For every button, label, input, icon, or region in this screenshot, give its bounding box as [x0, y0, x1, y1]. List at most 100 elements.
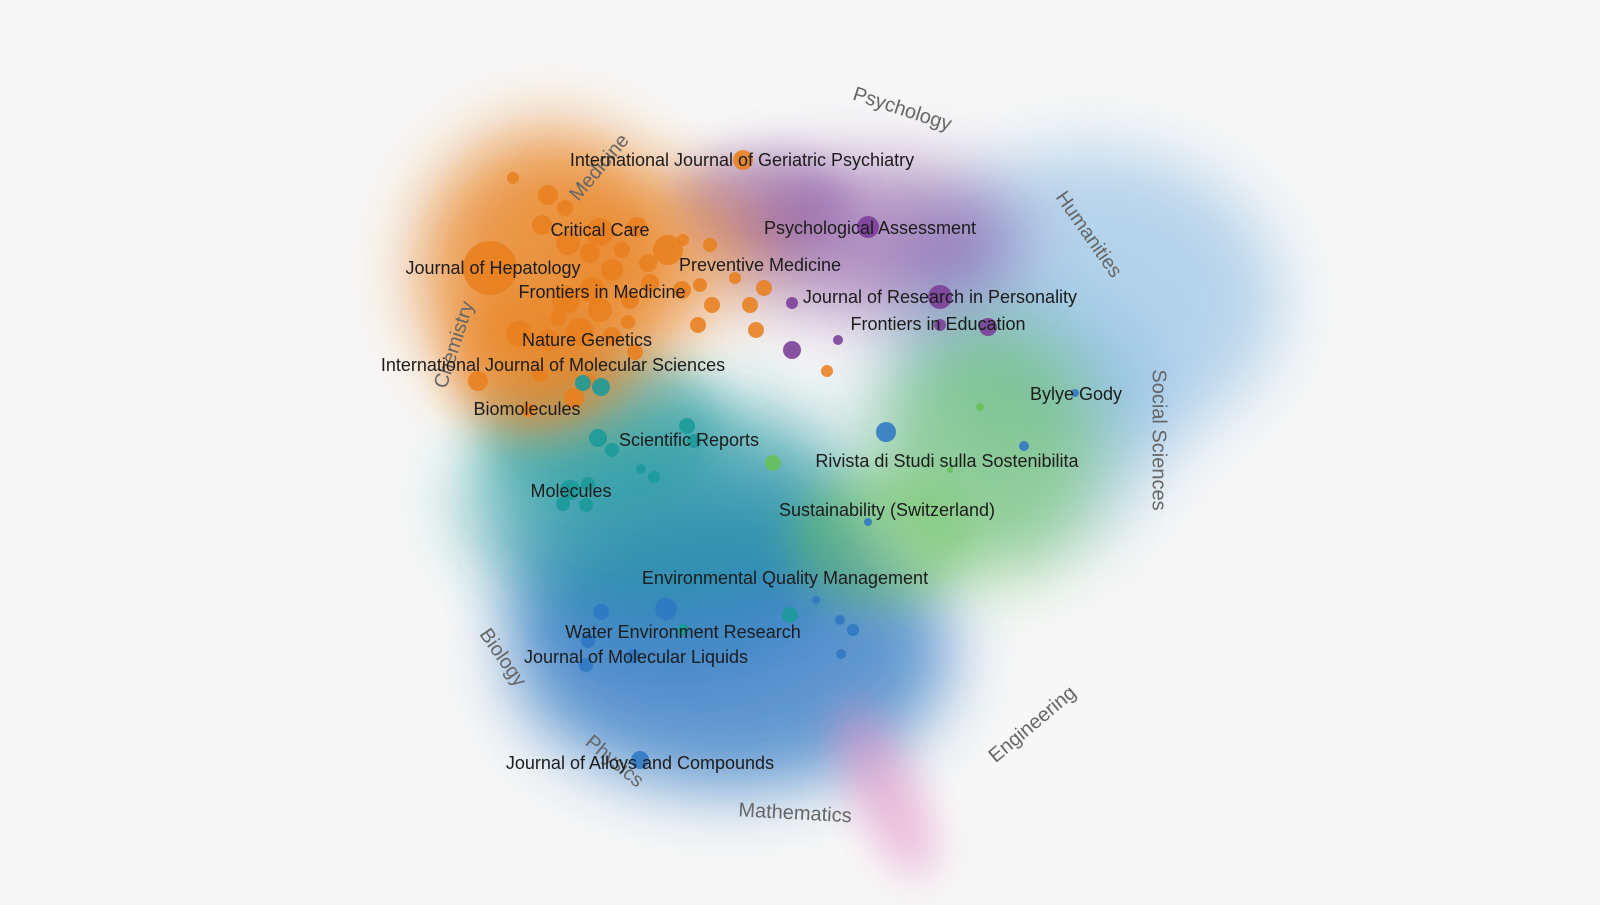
journal-dot-medicine[interactable]: [756, 280, 772, 296]
journal-dot-medicine[interactable]: [621, 315, 635, 329]
journal-dot-chemistry[interactable]: [556, 497, 570, 511]
journal-dot-medicine[interactable]: [556, 231, 580, 255]
journal-dot-medicine[interactable]: [627, 344, 643, 360]
journal-dot-medicine[interactable]: [537, 329, 559, 351]
journal-dot-medicine[interactable]: [579, 277, 605, 303]
journal-dot-medicine[interactable]: [673, 281, 691, 299]
journal-dot-medicine[interactable]: [564, 388, 584, 408]
journal-dot-psychology[interactable]: [979, 318, 997, 336]
journal-dot-chemistry[interactable]: [592, 378, 610, 396]
journal-dot-psychology[interactable]: [833, 335, 843, 345]
journal-label[interactable]: Preventive Medicine: [679, 255, 841, 275]
journal-dot-biology[interactable]: [631, 751, 649, 769]
journal-dot-medicine[interactable]: [614, 242, 630, 258]
journal-dot-medicine[interactable]: [621, 291, 639, 309]
journal-dot-medicine[interactable]: [627, 217, 647, 237]
journal-dot-medicine[interactable]: [532, 215, 552, 235]
journal-dot-biology[interactable]: [864, 518, 872, 526]
journal-dot-medicine[interactable]: [690, 317, 706, 333]
journal-dot-biology[interactable]: [847, 624, 859, 636]
journal-label[interactable]: Rivista di Studi sulla Sostenibilita: [815, 451, 1079, 471]
journal-dot-chemistry[interactable]: [589, 429, 607, 447]
journal-dot-medicine[interactable]: [704, 297, 720, 313]
journal-label[interactable]: Sustainability (Switzerland): [779, 500, 995, 520]
journal-dot-social-sciences[interactable]: [947, 467, 953, 473]
journal-dot-psychology[interactable]: [857, 216, 879, 238]
journal-label[interactable]: Frontiers in Medicine: [518, 282, 685, 302]
journal-label[interactable]: International Journal of Molecular Scien…: [381, 355, 725, 375]
journal-label[interactable]: Journal of Alloys and Compounds: [506, 753, 774, 773]
journal-dot-medicine[interactable]: [580, 243, 600, 263]
journal-label[interactable]: Psychological Assessment: [764, 218, 976, 238]
journal-dot-medicine[interactable]: [693, 278, 707, 292]
journal-dot-biology[interactable]: [626, 649, 640, 663]
journal-label[interactable]: Water Environment Research: [565, 622, 800, 642]
journal-dot-medicine[interactable]: [639, 254, 657, 272]
journal-dot-chemistry[interactable]: [579, 498, 593, 512]
journal-dot-medicine[interactable]: [586, 218, 614, 246]
journal-dot-biology[interactable]: [593, 604, 609, 620]
journal-dot-psychology[interactable]: [783, 341, 801, 359]
journal-dot-chemistry[interactable]: [677, 624, 689, 636]
journal-dot-biology[interactable]: [1071, 389, 1079, 397]
journal-label[interactable]: Journal of Hepatology: [405, 258, 580, 278]
journal-dot-medicine[interactable]: [538, 185, 558, 205]
journal-dot-medicine[interactable]: [742, 297, 758, 313]
journal-dot-chemistry[interactable]: [782, 607, 798, 623]
journal-label[interactable]: Scientific Reports: [619, 430, 759, 450]
journal-dot-medicine[interactable]: [566, 318, 594, 346]
journal-dot-biology[interactable]: [835, 615, 845, 625]
journal-dot-medicine[interactable]: [703, 238, 717, 252]
journal-label[interactable]: Frontiers in Education: [850, 314, 1025, 334]
journal-label[interactable]: Journal of Molecular Liquids: [524, 647, 748, 667]
journal-label[interactable]: Biomolecules: [473, 399, 580, 419]
journal-dot-biology[interactable]: [579, 658, 593, 672]
journal-label[interactable]: Molecules: [530, 481, 611, 501]
journal-dot-medicine[interactable]: [507, 172, 519, 184]
field-label-engineering: Engineering: [985, 682, 1081, 767]
journal-dot-chemistry[interactable]: [679, 418, 695, 434]
journal-dot-social-sciences[interactable]: [976, 403, 984, 411]
journal-dot-medicine[interactable]: [557, 200, 573, 216]
journal-dot-medicine[interactable]: [677, 234, 689, 246]
journal-label[interactable]: Nature Genetics: [522, 330, 652, 350]
journal-dot-medicine[interactable]: [733, 150, 753, 170]
journal-dot-biology[interactable]: [812, 596, 820, 604]
journal-label[interactable]: Journal of Research in Personality: [803, 287, 1077, 307]
journal-dot-biology[interactable]: [836, 649, 846, 659]
journal-label[interactable]: International Journal of Geriatric Psych…: [570, 150, 914, 170]
journal-dot-medicine[interactable]: [729, 272, 741, 284]
journal-dot-medicine[interactable]: [603, 327, 621, 345]
journal-dot-medicine[interactable]: [532, 366, 548, 382]
journal-dot-biology[interactable]: [1019, 441, 1029, 451]
journal-dot-medicine[interactable]: [552, 286, 580, 314]
journal-dot-chemistry[interactable]: [687, 434, 701, 448]
journal-dot-medicine[interactable]: [506, 321, 532, 347]
journal-dot-medicine[interactable]: [653, 235, 683, 265]
journal-dot-medicine[interactable]: [588, 298, 612, 322]
journal-dot-chemistry[interactable]: [636, 464, 646, 474]
journal-dot-medicine[interactable]: [601, 259, 623, 281]
journal-dot-biology[interactable]: [581, 634, 595, 648]
journal-dot-biology[interactable]: [876, 422, 896, 442]
journal-dot-chemistry[interactable]: [648, 471, 660, 483]
journal-dot-psychology[interactable]: [934, 319, 946, 331]
journal-dot-medicine[interactable]: [463, 241, 517, 295]
journal-dot-chemistry[interactable]: [575, 375, 591, 391]
journal-dot-chemistry[interactable]: [605, 443, 619, 457]
journal-dot-medicine[interactable]: [641, 274, 659, 292]
journal-dot-chemistry[interactable]: [581, 477, 595, 491]
journal-dot-biology[interactable]: [655, 598, 677, 620]
journal-dot-medicine[interactable]: [521, 403, 535, 417]
journal-label[interactable]: Bylye Gody: [1030, 384, 1122, 404]
journal-dot-chemistry[interactable]: [560, 480, 580, 500]
journal-label[interactable]: Critical Care: [550, 220, 649, 240]
journal-dot-medicine[interactable]: [748, 322, 764, 338]
journal-dot-psychology[interactable]: [786, 297, 798, 309]
journal-dot-medicine[interactable]: [821, 365, 833, 377]
journal-label[interactable]: Environmental Quality Management: [642, 568, 928, 588]
journal-dot-social-sciences[interactable]: [765, 455, 781, 471]
journal-dot-medicine[interactable]: [550, 310, 566, 326]
journal-dot-psychology[interactable]: [928, 285, 952, 309]
journal-dot-medicine[interactable]: [468, 371, 488, 391]
